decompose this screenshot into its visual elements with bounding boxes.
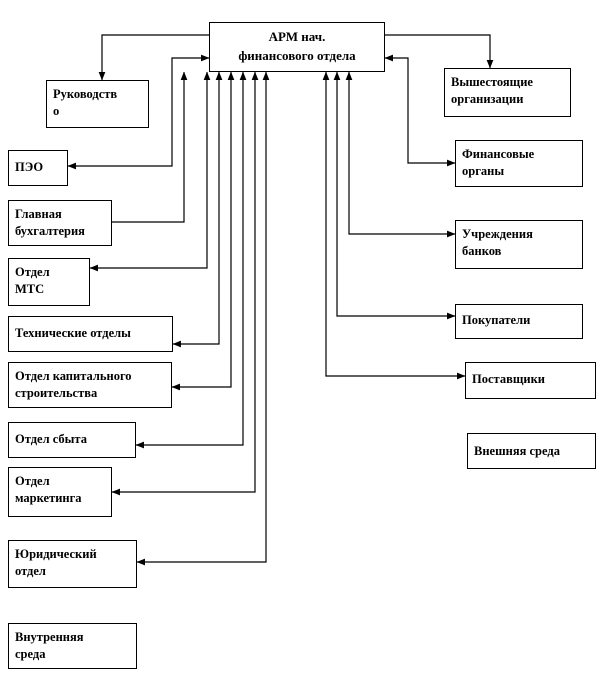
node-legal: Юридический отдел	[8, 540, 137, 588]
node-internal-env: Внутренняя среда	[8, 623, 137, 669]
node-financial-orgs: Финансовые органы	[455, 140, 583, 187]
node-mts: Отдел МТС	[8, 258, 90, 306]
node-capital: Отдел капитального строительства	[8, 362, 172, 408]
node-marketing: Отдел маркетинга	[8, 467, 112, 517]
central-node: АРМ нач. финансового отдела	[209, 22, 385, 72]
connector-capital	[171, 71, 235, 391]
node-banks: Учреждения банков	[455, 220, 583, 269]
connector-suppliers	[322, 71, 466, 380]
node-accounting: Главная бухгалтерия	[8, 200, 112, 246]
node-external-env: Внешняя среда	[467, 433, 596, 469]
node-sales: Отдел сбыта	[8, 422, 136, 458]
connector-banks	[345, 71, 456, 238]
node-suppliers: Поставщики	[465, 362, 596, 399]
connector-technical	[172, 71, 223, 348]
connector-legal	[136, 71, 270, 566]
node-technical: Технические отделы	[8, 316, 173, 352]
node-peo: ПЭО	[8, 150, 68, 186]
connector-buyers	[333, 71, 456, 320]
node-management: Руководств о	[46, 80, 149, 128]
node-buyers: Покупатели	[455, 304, 583, 339]
connector-higher-orgs	[385, 34, 494, 69]
node-higher-orgs: Вышестоящие организации	[444, 68, 571, 117]
